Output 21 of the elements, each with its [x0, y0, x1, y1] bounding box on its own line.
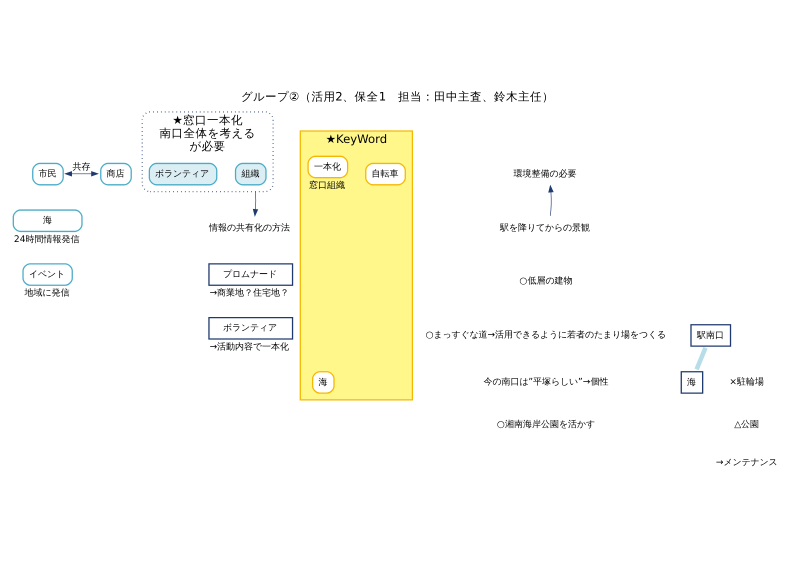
label: ×駐輪場: [729, 377, 764, 388]
diagram-title: グループ②（活用2、保全1 担当：田中主査、鈴木主任）: [240, 90, 554, 104]
node-label: →活動内容で一本化: [210, 342, 290, 352]
arrow: [252, 191, 258, 217]
node-text: 環境整備の必要: [513, 170, 576, 180]
node-text: 情報の共有化の方法: [208, 223, 290, 234]
arrow: [64, 171, 99, 177]
label: →メンテナンス: [716, 458, 778, 468]
node-text: 駅を降りてからの景観: [500, 223, 590, 234]
label: 今の南口は”平塚らしい”→個性: [483, 377, 608, 388]
node-label: 24時間情報発信: [14, 234, 80, 245]
connector: [694, 346, 708, 370]
node-label: 地域に発信: [24, 288, 70, 299]
arrow: [548, 184, 554, 216]
label: ○まっすぐな道→活用できるように若者のたまり場をつくる: [426, 330, 666, 341]
label: ○低層の建物: [519, 276, 572, 287]
label: ○湘南海岸公園を活かす: [496, 420, 595, 430]
node-label: →商業地？住宅地？: [210, 288, 290, 299]
edge-label: 共存: [72, 162, 91, 172]
node-label: 窓口組織: [309, 181, 346, 192]
label: △公園: [734, 420, 760, 430]
